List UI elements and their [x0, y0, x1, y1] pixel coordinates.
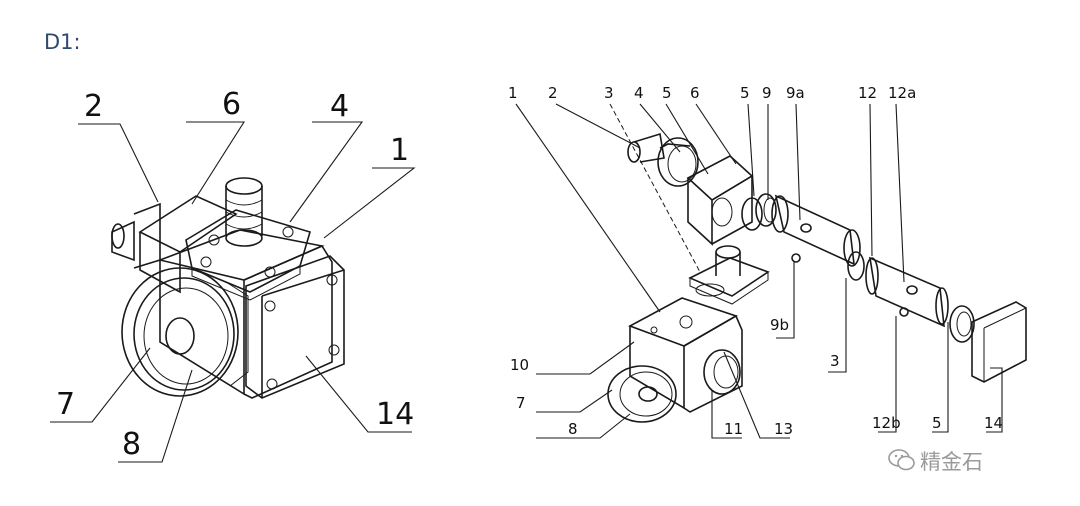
assembled-label-2: 2 [84, 89, 103, 124]
exploded-label-3: 3 [604, 84, 614, 102]
assembled-label-7: 7 [56, 387, 75, 422]
exploded-label-12a: 12a [888, 84, 916, 102]
assembled-label-4: 4 [330, 89, 349, 124]
exploded-label-10: 10 [510, 356, 529, 374]
exploded-label-8: 8 [568, 420, 578, 438]
exploded-label-11: 11 [724, 420, 743, 438]
exploded-labels: 1 2 3 4 5 6 5 9 9a 12 12a 9b 3 12b 5 14 … [508, 84, 1003, 438]
assembled-labels: 2 6 4 1 7 8 14 [56, 87, 414, 462]
assembled-label-14: 14 [376, 397, 414, 432]
exploded-label-9a: 9a [786, 84, 805, 102]
assembled-label-1: 1 [390, 133, 409, 168]
watermark-text: 精金石 [920, 450, 983, 474]
exploded-label-7: 7 [516, 394, 526, 412]
wechat-icon [888, 449, 915, 471]
assembled-valve: 2 6 4 1 7 8 14 [50, 87, 416, 463]
exploded-label-12: 12 [858, 84, 877, 102]
assembled-label-6: 6 [222, 87, 241, 122]
exploded-label-3b: 3 [830, 352, 840, 370]
exploded-label-5c: 5 [932, 414, 942, 432]
exploded-leader-lines [515, 103, 1003, 439]
exploded-label-5: 5 [662, 84, 672, 102]
assembled-label-8: 8 [122, 427, 141, 462]
exploded-label-9b: 9b [770, 316, 789, 334]
exploded-label-4: 4 [634, 84, 644, 102]
exploded-label-5b: 5 [740, 84, 750, 102]
exploded-label-6: 6 [690, 84, 700, 102]
figure-heading: D1: [44, 30, 81, 54]
exploded-label-14: 14 [984, 414, 1003, 432]
exploded-valve: 1 2 3 4 5 6 5 9 9a 12 12a 9b 3 12b 5 14 … [508, 84, 1027, 439]
exploded-label-9: 9 [762, 84, 772, 102]
exploded-label-12b: 12b [872, 414, 901, 432]
assembled-leader-lines [50, 121, 416, 463]
exploded-label-2: 2 [548, 84, 558, 102]
exploded-label-1: 1 [508, 84, 518, 102]
exploded-label-13: 13 [774, 420, 793, 438]
